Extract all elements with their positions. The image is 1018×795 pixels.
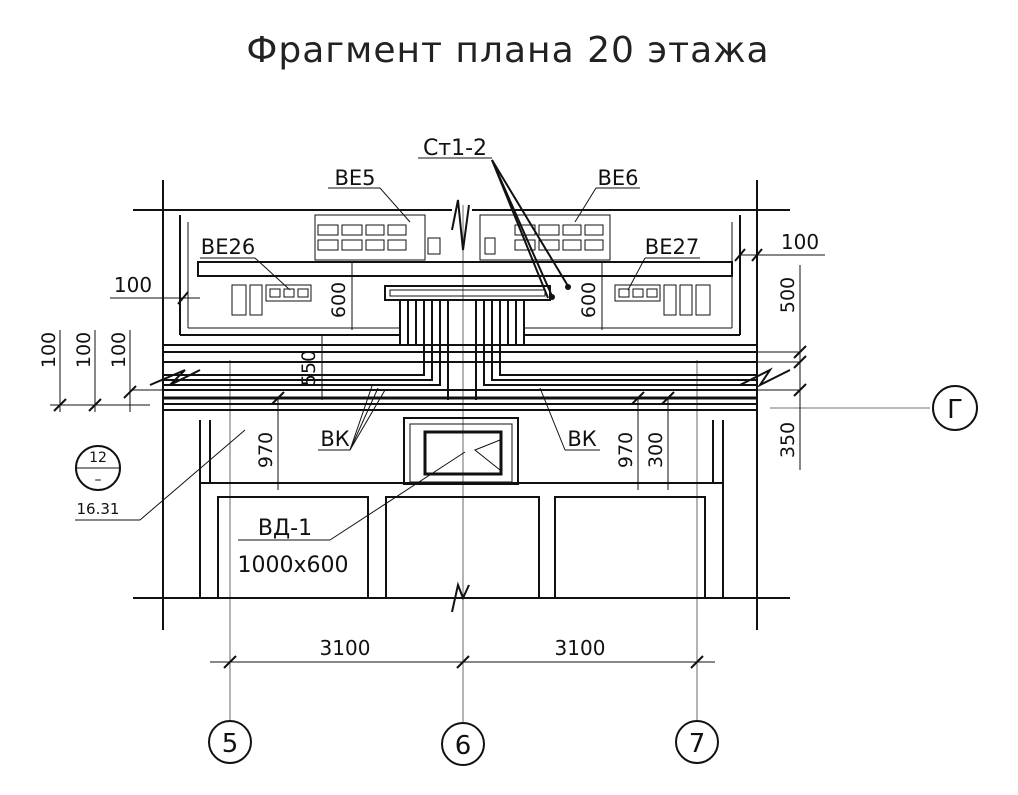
axis-6-label: 6 bbox=[455, 731, 472, 761]
dim-100-left: 100 bbox=[114, 273, 152, 297]
grilles-be6 bbox=[479, 214, 611, 261]
label-vd1-size: 1000х600 bbox=[238, 553, 349, 578]
label-be6: ВЕ6 bbox=[597, 166, 638, 190]
section-mark: 12 – 16.31 bbox=[75, 445, 121, 518]
section-mark-number: 12 bbox=[89, 450, 107, 466]
label-be5: ВЕ5 bbox=[334, 166, 375, 190]
dim-100-right: 100 bbox=[781, 230, 819, 254]
dim-3100-left: 3100 bbox=[320, 636, 371, 660]
grid-axes: 5 6 7 Г bbox=[208, 205, 978, 766]
bottom-dimensions: 3100 3100 bbox=[210, 636, 715, 669]
duct-bundles bbox=[163, 285, 757, 400]
dim-350: 350 bbox=[777, 422, 799, 458]
axis-7-bubble bbox=[675, 720, 719, 764]
dim-600-left: 600 bbox=[328, 282, 350, 318]
shaft-vd1 bbox=[403, 417, 519, 485]
label-be27: ВЕ27 bbox=[645, 235, 699, 259]
grilles-be26 bbox=[231, 284, 312, 316]
dim-100-c: 100 bbox=[108, 332, 130, 368]
label-vd1: ВД-1 bbox=[258, 516, 312, 541]
axis-6-bubble bbox=[441, 722, 485, 766]
axis-g-label: Г bbox=[947, 395, 963, 425]
dim-970-left: 970 bbox=[255, 432, 277, 468]
dim-100-b: 100 bbox=[73, 332, 95, 368]
label-vk-left: ВК bbox=[320, 427, 349, 451]
labels: Ст1-2 ВЕ5 ВЕ6 ВЕ26 ВЕ27 ВК ВК ВД-1 1000х… bbox=[201, 136, 699, 578]
dimensions: 100 100 100 100 100 600 600 550 500 350 bbox=[38, 230, 825, 490]
axis-7-label: 7 bbox=[689, 729, 706, 759]
label-be26: ВЕ26 bbox=[201, 235, 255, 259]
dim-600-right: 600 bbox=[578, 282, 600, 318]
dim-550: 550 bbox=[298, 350, 320, 386]
axis-g-bubble bbox=[932, 385, 978, 431]
dim-970-right: 970 bbox=[615, 432, 637, 468]
label-vk-right: ВК bbox=[567, 427, 596, 451]
drawing-title: Фрагмент плана 20 этажа bbox=[246, 30, 769, 71]
section-mark-elevation: 16.31 bbox=[77, 500, 120, 518]
label-st12: Ст1-2 bbox=[423, 136, 487, 161]
axis-5-bubble bbox=[208, 720, 252, 764]
dim-3100-right: 3100 bbox=[555, 636, 606, 660]
leaders bbox=[75, 157, 700, 541]
grilles-be5 bbox=[314, 214, 441, 261]
grilles-be27 bbox=[614, 284, 711, 316]
dim-500: 500 bbox=[777, 277, 799, 313]
dim-300: 300 bbox=[645, 432, 667, 468]
axis-5-label: 5 bbox=[222, 729, 239, 759]
dim-100-a: 100 bbox=[38, 332, 60, 368]
section-mark-sheet: – bbox=[95, 472, 102, 488]
